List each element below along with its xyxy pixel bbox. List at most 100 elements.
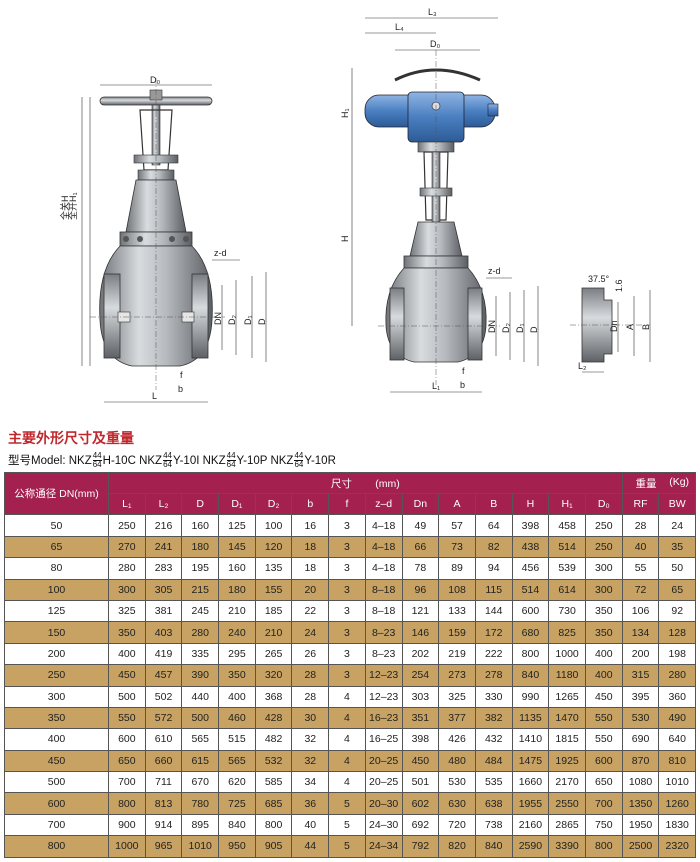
table-cell: 12–23 [364, 685, 403, 708]
table-cell: 490 [658, 706, 697, 730]
table-cell: 133 [438, 599, 476, 623]
table-cell: 350 [218, 664, 256, 687]
table-cell: 49 [401, 514, 440, 537]
column-header: A [438, 492, 476, 516]
table-cell: 16 [291, 514, 330, 537]
table-cell: 350 [584, 599, 623, 623]
label-h-left: 全关H [59, 196, 70, 221]
column-header: B [474, 492, 513, 516]
header-weight: 重量(Kg) [621, 472, 697, 494]
table-cell: 3 [328, 535, 366, 559]
table-cell: 895 [181, 813, 220, 837]
label-d1-right: D₁ [515, 323, 525, 333]
table-cell: 198 [658, 642, 697, 666]
table-cell: 303 [401, 685, 440, 708]
table-cell: 55 [621, 557, 660, 580]
table-cell: 792 [401, 835, 440, 858]
table-cell: 115 [474, 578, 513, 601]
table-cell: 8–23 [364, 642, 403, 666]
table-cell: 600 [108, 728, 146, 751]
table-cell: 398 [401, 728, 440, 751]
table-cell: 700 [108, 771, 146, 794]
table-cell: 34 [291, 771, 330, 794]
table-cell: 1180 [548, 664, 586, 687]
table-cell: 5 [328, 835, 366, 858]
table-cell: 350 [584, 621, 623, 644]
table-cell: 18 [291, 535, 330, 559]
table-cell: 2320 [658, 835, 697, 858]
table-cell: 40 [621, 535, 660, 559]
table-cell: 64 [474, 514, 513, 537]
table-cell: 5 [328, 792, 366, 815]
table-cell: 438 [511, 535, 550, 559]
column-header: z–d [364, 492, 403, 516]
table-cell: 398 [511, 514, 550, 537]
table-cell: 20–25 [364, 749, 403, 773]
label-hh: H [340, 236, 350, 243]
table-cell: 1475 [511, 749, 550, 773]
table-cell: 1925 [548, 749, 586, 773]
table-cell: 500 [181, 706, 220, 730]
table-cell: 28 [621, 514, 660, 537]
table-cell: 241 [144, 535, 183, 559]
table-cell: 180 [181, 535, 220, 559]
header-size: 尺寸 (mm) [108, 472, 623, 494]
table-cell: 57 [438, 514, 476, 537]
table-cell: 250 [584, 514, 623, 537]
table-cell: 250 [108, 514, 146, 537]
table-cell: 725 [218, 792, 256, 815]
table-cell: 685 [254, 792, 293, 815]
table-cell: 72 [621, 578, 660, 601]
table-cell: 36 [291, 792, 330, 815]
column-header: D₂ [254, 492, 293, 516]
column-header: L₁ [108, 492, 146, 516]
table-cell: 450 [584, 685, 623, 708]
table-cell: 12–23 [364, 664, 403, 687]
table-cell: 144 [474, 599, 513, 623]
table-cell: 840 [511, 664, 550, 687]
table-cell: 280 [181, 621, 220, 644]
table-cell: 680 [511, 621, 550, 644]
table-cell: 700 [584, 792, 623, 815]
table-cell: 1260 [658, 792, 697, 815]
table-cell: 1265 [548, 685, 586, 708]
table-cell: 120 [254, 535, 293, 559]
table-cell: 4–18 [364, 557, 403, 580]
column-header: RF [621, 492, 660, 516]
table-cell: 89 [438, 557, 476, 580]
label-16: 1.6 [614, 279, 624, 292]
table-cell: 514 [548, 535, 586, 559]
table-cell: 530 [438, 771, 476, 794]
label-a: A [625, 324, 635, 330]
table-cell: 450 [108, 664, 146, 687]
label-d2-right: D₂ [501, 323, 511, 333]
table-cell: 160 [218, 557, 256, 580]
column-header: b [291, 492, 330, 516]
table-cell: 660 [144, 749, 183, 773]
table-cell: 602 [401, 792, 440, 815]
table-cell: 800 [108, 792, 146, 815]
row-nominal-size: 50 [4, 514, 109, 537]
table-cell: 16–25 [364, 728, 403, 751]
table-cell: 500 [108, 685, 146, 708]
table-cell: 460 [218, 706, 256, 730]
label-dn-detail: Dn [609, 320, 619, 332]
table-cell: 200 [621, 642, 660, 666]
table-cell: 28 [291, 685, 330, 708]
table-cell: 630 [438, 792, 476, 815]
table-cell: 456 [511, 557, 550, 580]
table-cell: 135 [254, 557, 293, 580]
table-cell: 180 [218, 578, 256, 601]
label-d1-left: D₁ [243, 315, 253, 325]
table-cell: 670 [181, 771, 220, 794]
table-cell: 245 [181, 599, 220, 623]
model-prefix: 型号Model: [8, 455, 66, 467]
